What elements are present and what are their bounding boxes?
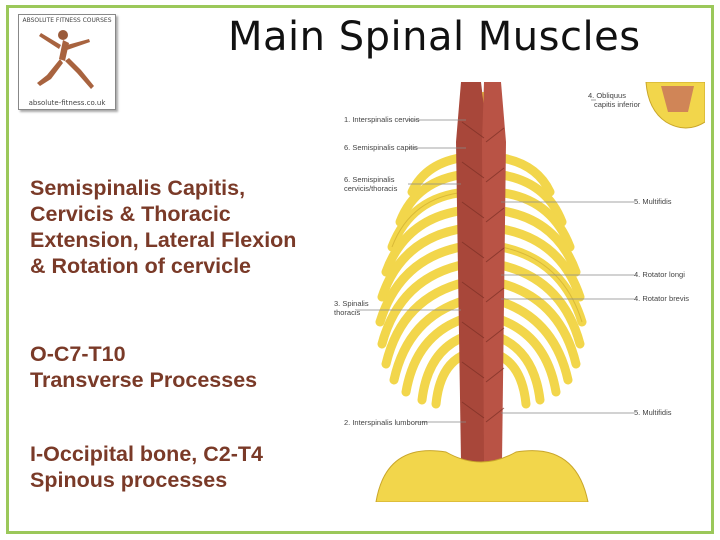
- label-interspinalis-cervicis: 1. Interspinalis cervicis: [344, 115, 420, 124]
- obliquus-muscle: [661, 86, 694, 112]
- logo: ABSOLUTE FITNESS COURSES absolute-fitnes…: [18, 14, 116, 110]
- description-line-3: Extension, Lateral Flexion: [30, 228, 297, 252]
- origin-line-2: Transverse Processes: [30, 368, 258, 392]
- illustration-labels-right: 4. Obliquus capitis inferior 5. Multifid…: [588, 91, 689, 417]
- logo-top-text: ABSOLUTE FITNESS COURSES: [22, 17, 112, 24]
- muscle-right: [482, 82, 506, 462]
- insertion-line-1: I-Occipital bone, C2-T4: [30, 442, 263, 466]
- rib-outlines: [391, 191, 583, 323]
- description-line-2: Cervicis & Thoracic: [30, 202, 231, 226]
- label-rotator-brevis: 4. Rotator brevis: [634, 294, 689, 303]
- page-title: Main Spinal Muscles: [228, 14, 641, 60]
- label-capitis-inferior: capitis inferior: [594, 100, 641, 109]
- muscle-fibers: [461, 121, 505, 423]
- label-rotator-longi: 4. Rotator longi: [634, 270, 685, 279]
- muscle-left: [456, 82, 488, 462]
- pelvis: [375, 450, 589, 502]
- label-semispinalis: 6. Semispinalis: [344, 175, 395, 184]
- spine-illustration: 1. Interspinalis cervicis 6. Semispinali…: [316, 82, 705, 502]
- description-line-4: & Rotation of cervicle: [30, 254, 252, 278]
- label-interspinalis-lumborum: 2. Interspinalis lumborum: [344, 418, 428, 427]
- label-multifidis-lower: 5. Multifidis: [634, 408, 672, 417]
- spine-muscles-diagram: 1. Interspinalis cervicis 6. Semispinali…: [334, 82, 705, 502]
- ribs-right: [491, 152, 587, 409]
- origin-line-1: O-C7-T10: [30, 342, 126, 366]
- label-thoracis: thoracis: [334, 308, 361, 317]
- label-cervicis-thoracis: cervicis/thoracis: [344, 184, 398, 193]
- logo-bottom-text: absolute-fitness.co.uk: [28, 99, 106, 107]
- leader-lines: [356, 99, 634, 423]
- description-line-1: Semispinalis Capitis,: [30, 176, 246, 200]
- label-semispinalis-capitis: 6. Semispinalis capitis: [344, 143, 418, 152]
- label-obliquus: 4. Obliquus: [588, 91, 626, 100]
- slide-frame: [6, 5, 714, 534]
- illustration-labels-left: 1. Interspinalis cervicis 6. Semispinali…: [334, 115, 428, 427]
- insertion-line-2: Spinous processes: [30, 468, 228, 492]
- anatomy-figure-icon: [37, 30, 94, 89]
- label-multifidis-upper: 5. Multifidis: [634, 197, 672, 206]
- label-spinalis: 3. Spinalis: [334, 299, 369, 308]
